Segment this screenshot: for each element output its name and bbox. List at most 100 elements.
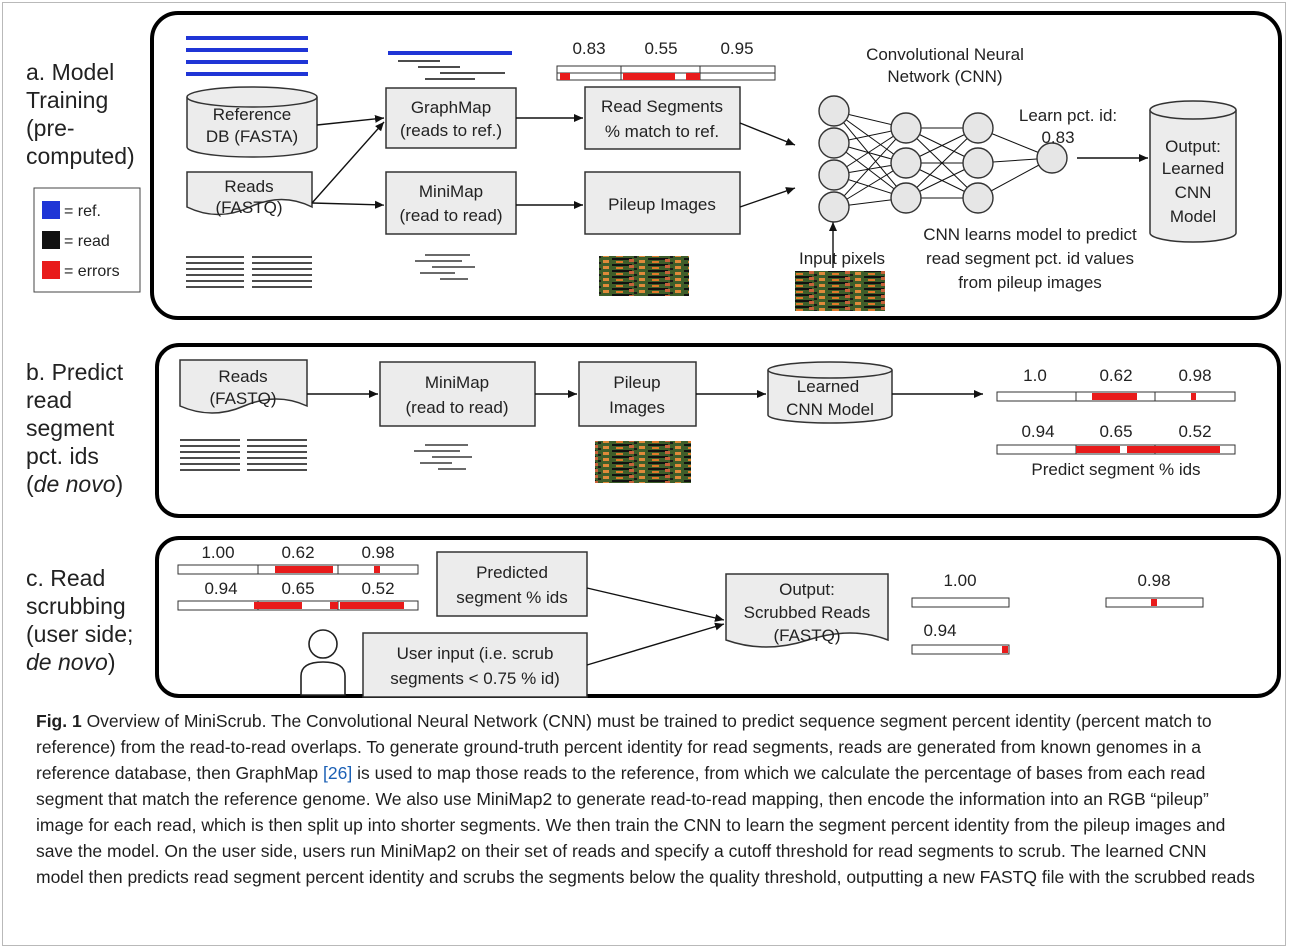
legend-read-swatch: [42, 231, 60, 249]
reference-db-cylinder: Reference DB (FASTA): [186, 86, 318, 158]
svg-text:Model: Model: [1170, 207, 1216, 226]
user-person-icon: [300, 629, 346, 696]
svg-text:(reads to ref.): (reads to ref.): [400, 121, 502, 140]
panel-b-frame: [155, 343, 1281, 518]
caption-text-2: is used to map those reads to the refere…: [36, 763, 1255, 887]
svg-text:Images: Images: [609, 398, 665, 417]
svg-text:(de novo): (de novo): [26, 471, 123, 497]
svg-text:User input (i.e. scrub: User input (i.e. scrub: [397, 644, 554, 663]
svg-text:(FASTQ): (FASTQ): [209, 389, 276, 408]
svg-text:0.94: 0.94: [204, 579, 237, 598]
cnn-note: CNN learns model to predict read segment…: [923, 225, 1137, 292]
reads-document-b: Reads (FASTQ): [179, 359, 308, 414]
svg-text:0.94: 0.94: [923, 621, 956, 640]
learned-model-cylinder-b: Learned CNN Model: [767, 361, 893, 424]
svg-text:0.98: 0.98: [1137, 571, 1170, 590]
svg-text:from pileup images: from pileup images: [958, 273, 1102, 292]
legend-ref-swatch: [42, 201, 60, 219]
svg-text:MiniMap: MiniMap: [425, 373, 489, 392]
svg-text:% match to ref.: % match to ref.: [605, 122, 719, 141]
minimap-box-b: MiniMap (read to read): [379, 361, 536, 427]
svg-text:0.65: 0.65: [1099, 422, 1132, 441]
svg-text:Reference: Reference: [213, 105, 291, 124]
panel-a-frame: [150, 11, 1282, 320]
svg-text:1.00: 1.00: [201, 543, 234, 562]
legend-read-label: = read: [64, 233, 110, 250]
cnn-title: Convolutional Neural Network (CNN): [866, 45, 1024, 86]
svg-text:0.65: 0.65: [281, 579, 314, 598]
svg-text:CNN learns model to predict: CNN learns model to predict: [923, 225, 1137, 244]
segment-bar-a: 0.83 0.55 0.95: [556, 39, 776, 81]
scrubbed-output-document: Output: Scrubbed Reads (FASTQ): [725, 573, 889, 648]
pileup-box-b: Pileup Images: [578, 361, 697, 427]
citation-link[interactable]: [26]: [323, 763, 353, 783]
svg-text:(read to read): (read to read): [406, 398, 509, 417]
legend-ref-label: = ref.: [64, 203, 101, 220]
overlap-lines-b: [414, 444, 472, 470]
svg-text:0.83: 0.83: [572, 39, 605, 58]
svg-text:Pileup: Pileup: [613, 373, 660, 392]
svg-text:0.62: 0.62: [1099, 366, 1132, 385]
predict-segment-label: Predict segment % ids: [1031, 460, 1200, 479]
svg-text:DB (FASTA): DB (FASTA): [206, 127, 298, 146]
svg-text:Learn pct. id:: Learn pct. id:: [1019, 106, 1117, 125]
panel-a-arrows: [311, 114, 1148, 268]
read-segments-box: Read Segments % match to ref.: [584, 86, 741, 150]
svg-text:segment: segment: [26, 415, 115, 441]
svg-text:b. Predict: b. Predict: [26, 359, 124, 385]
pileup-image-b: [595, 441, 691, 483]
user-input-box: User input (i.e. scrub segments < 0.75 %…: [362, 632, 588, 698]
panel-c-frame: [155, 536, 1281, 698]
svg-text:scrubbing: scrubbing: [26, 593, 126, 619]
svg-text:(FASTQ): (FASTQ): [773, 626, 840, 645]
overview-diagram: a. Model Training (pre- computed) = ref.…: [26, 11, 1282, 698]
svg-text:segments < 0.75 % id): segments < 0.75 % id): [390, 669, 560, 688]
legend-errors-label: = errors: [64, 263, 120, 280]
svg-text:MiniMap: MiniMap: [419, 182, 483, 201]
pileup-image-a: [599, 256, 689, 296]
panel-c-label: c. Read scrubbing (user side; de novo): [26, 565, 133, 675]
svg-text:pct. ids: pct. ids: [26, 443, 99, 469]
svg-text:CNN Model: CNN Model: [786, 400, 874, 419]
svg-text:Pileup Images: Pileup Images: [608, 195, 716, 214]
svg-text:de novo): de novo): [26, 649, 116, 675]
input-bars-c: 1.00 0.62 0.98 0.94 0.65 0.52: [177, 543, 419, 611]
svg-text:Learned: Learned: [797, 377, 859, 396]
predicted-box-c: Predicted segment % ids: [436, 551, 588, 617]
output-model-cylinder: Output: Learned CNN Model: [1149, 100, 1237, 243]
svg-text:1.00: 1.00: [943, 571, 976, 590]
svg-text:0.98: 0.98: [1178, 366, 1211, 385]
svg-text:Read Segments: Read Segments: [601, 97, 723, 116]
svg-text:GraphMap: GraphMap: [411, 98, 491, 117]
svg-text:Training: Training: [26, 87, 108, 113]
svg-text:(FASTQ): (FASTQ): [215, 198, 282, 217]
svg-text:Convolutional Neural: Convolutional Neural: [866, 45, 1024, 64]
svg-text:Output:: Output:: [1165, 137, 1221, 156]
reads-document-a: Reads (FASTQ): [186, 171, 313, 217]
svg-text:0.55: 0.55: [644, 39, 677, 58]
svg-text:c. Read: c. Read: [26, 565, 105, 591]
learn-pct-id-label: Learn pct. id: 0.83: [1019, 106, 1117, 147]
alignment-above-graphmap: [388, 51, 512, 80]
panel-b-label: b. Predict read segment pct. ids (de nov…: [26, 359, 124, 497]
predicted-bars-b: 1.0 0.62 0.98 0.94 0.65 0.52 Predict seg…: [996, 366, 1236, 479]
svg-text:read segment pct. id values: read segment pct. id values: [926, 249, 1134, 268]
svg-text:0.98: 0.98: [361, 543, 394, 562]
svg-text:(user side;: (user side;: [26, 621, 133, 647]
svg-text:1.0: 1.0: [1023, 366, 1047, 385]
svg-text:read: read: [26, 387, 72, 413]
svg-text:0.52: 0.52: [361, 579, 394, 598]
legend-errors-swatch: [42, 261, 60, 279]
svg-text:Predicted: Predicted: [476, 563, 548, 582]
svg-text:Output:: Output:: [779, 580, 835, 599]
figure-label: Fig. 1: [36, 711, 82, 731]
input-pixels-image: [795, 271, 885, 311]
overlap-lines-a: [415, 254, 475, 280]
scrubbed-reads: 1.00 0.98 0.94: [911, 571, 1204, 655]
graphmap-box: GraphMap (reads to ref.): [385, 87, 517, 149]
svg-text:0.95: 0.95: [720, 39, 753, 58]
svg-text:Learned: Learned: [1162, 159, 1224, 178]
svg-text:Reads: Reads: [218, 367, 267, 386]
caption-text-1: Overview of MiniScrub. The Convolutional…: [36, 711, 1212, 783]
pileup-images-box-a: Pileup Images: [584, 171, 741, 235]
